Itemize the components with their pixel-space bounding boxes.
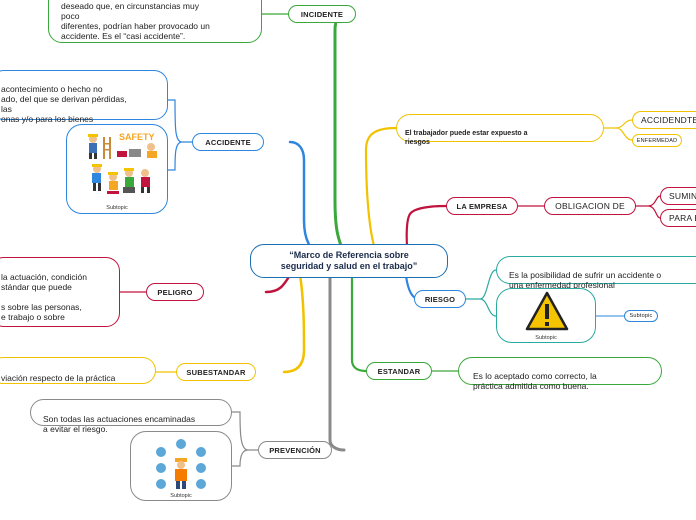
node-empresa-item-1-label: SUMIN xyxy=(669,191,696,201)
worker-figure-2 xyxy=(147,143,157,158)
node-enfermedad[interactable]: ENFERMEDAD xyxy=(632,134,682,147)
peligro-text: la actuación, condición stándar que pued… xyxy=(1,272,88,322)
central-topic-label: “Marco de Referencia sobre seguridad y s… xyxy=(280,250,418,271)
branch-prevencion-label: PREVENCIÓN xyxy=(269,445,321,455)
riesgo-text-box[interactable]: Es la posibilidad de sufrir un accidente… xyxy=(496,256,696,290)
incidente-text: deseado que, en circunstancias muy poco … xyxy=(61,1,210,41)
worker-figure-1 xyxy=(88,134,98,159)
node-accidendte-label: ACCIDENDTE xyxy=(641,115,696,125)
prevencion-text-box[interactable]: Son todas las actuaciones encaminadas a … xyxy=(30,399,232,434)
accidente-text: acontecimiento o hecho no ado, del que s… xyxy=(1,84,127,124)
riesgo-image-caption: Subtopic xyxy=(535,335,557,341)
accidente-text-box[interactable]: acontecimiento o hecho no ado, del que s… xyxy=(0,70,168,124)
incidente-text-box[interactable]: deseado que, en circunstancias muy poco … xyxy=(48,0,262,43)
accidente-image-box[interactable]: SAFETY xyxy=(66,124,168,214)
node-empresa-item-1[interactable]: SUMIN xyxy=(660,187,696,205)
prevencion-text: Son todas las actuaciones encaminadas a … xyxy=(43,414,196,434)
subestandar-text: viación respecto de la práctica xyxy=(1,373,116,383)
node-accidendte[interactable]: ACCIDENDTE xyxy=(632,111,696,129)
branch-subestandar[interactable]: SUBESTANDAR xyxy=(176,363,256,381)
branch-riesgo-label: RIESGO xyxy=(424,294,456,304)
prevention-worker-illustration xyxy=(156,439,206,489)
branch-incidente-label: INCIDENTE xyxy=(300,9,344,19)
ppe-icons xyxy=(156,439,206,489)
branch-subestandar-label: SUBESTANDAR xyxy=(186,367,246,377)
node-riesgo-subtopic-label: Subtopic xyxy=(629,313,653,319)
estandar-text-box[interactable]: Es lo aceptado como correcto, la práctic… xyxy=(458,357,662,391)
ladder-icon xyxy=(103,137,111,159)
worker-figure-4 xyxy=(107,172,119,194)
branch-empresa-label: LA EMPRESA xyxy=(456,201,508,211)
worker-figure-6 xyxy=(141,169,150,193)
branch-estandar-label: ESTANDAR xyxy=(377,366,421,376)
node-empresa-item-2[interactable]: PARA E xyxy=(660,209,696,227)
node-obligacion[interactable]: OBLIGACION DE xyxy=(544,197,636,215)
prevencion-image-caption: Subtopic xyxy=(170,493,192,499)
warning-icon xyxy=(525,291,569,331)
node-enfermedad-label: ENFERMEDAD xyxy=(636,137,678,144)
peligro-text-box[interactable]: la actuación, condición stándar que pued… xyxy=(0,257,120,327)
toolbox-icon xyxy=(117,149,141,157)
worker-figure-prevention xyxy=(175,458,187,489)
branch-peligro-label: PELIGRO xyxy=(157,287,193,297)
central-topic[interactable]: “Marco de Referencia sobre seguridad y s… xyxy=(250,244,448,278)
estandar-text: Es lo aceptado como correcto, la práctic… xyxy=(473,371,597,391)
branch-prevencion[interactable]: PREVENCIÓN xyxy=(258,441,332,459)
branch-empresa[interactable]: LA EMPRESA xyxy=(446,197,518,215)
riesgo-image-box[interactable]: Subtopic xyxy=(496,288,596,343)
branch-riesgo[interactable]: RIESGO xyxy=(414,290,466,308)
branch-accidente-label: ACCIDENTE xyxy=(205,137,251,147)
worker-figure-3 xyxy=(92,164,102,191)
node-obligacion-label: OBLIGACION DE xyxy=(555,201,625,211)
trabajador-text: El trabajador puede estar expuesto a rie… xyxy=(405,130,528,146)
branch-incidente[interactable]: INCIDENTE xyxy=(288,5,356,23)
worker-figure-5 xyxy=(123,168,135,193)
accidente-image-caption: Subtopic xyxy=(106,205,128,211)
prevencion-image-box[interactable]: Subtopic xyxy=(130,431,232,501)
safety-sign-text: SAFETY xyxy=(119,132,155,142)
branch-accidente[interactable]: ACCIDENTE xyxy=(192,133,264,151)
node-riesgo-subtopic[interactable]: Subtopic xyxy=(624,310,658,322)
branch-peligro[interactable]: PELIGRO xyxy=(146,283,204,301)
safety-workers-illustration: SAFETY xyxy=(88,132,157,194)
branch-estandar[interactable]: ESTANDAR xyxy=(366,362,432,380)
trabajador-text-box[interactable]: El trabajador puede estar expuesto a rie… xyxy=(396,114,604,146)
node-empresa-item-2-label: PARA E xyxy=(669,213,696,223)
riesgo-text: Es la posibilidad de sufrir un accidente… xyxy=(509,270,662,290)
subestandar-text-box[interactable]: viación respecto de la práctica xyxy=(0,357,156,384)
